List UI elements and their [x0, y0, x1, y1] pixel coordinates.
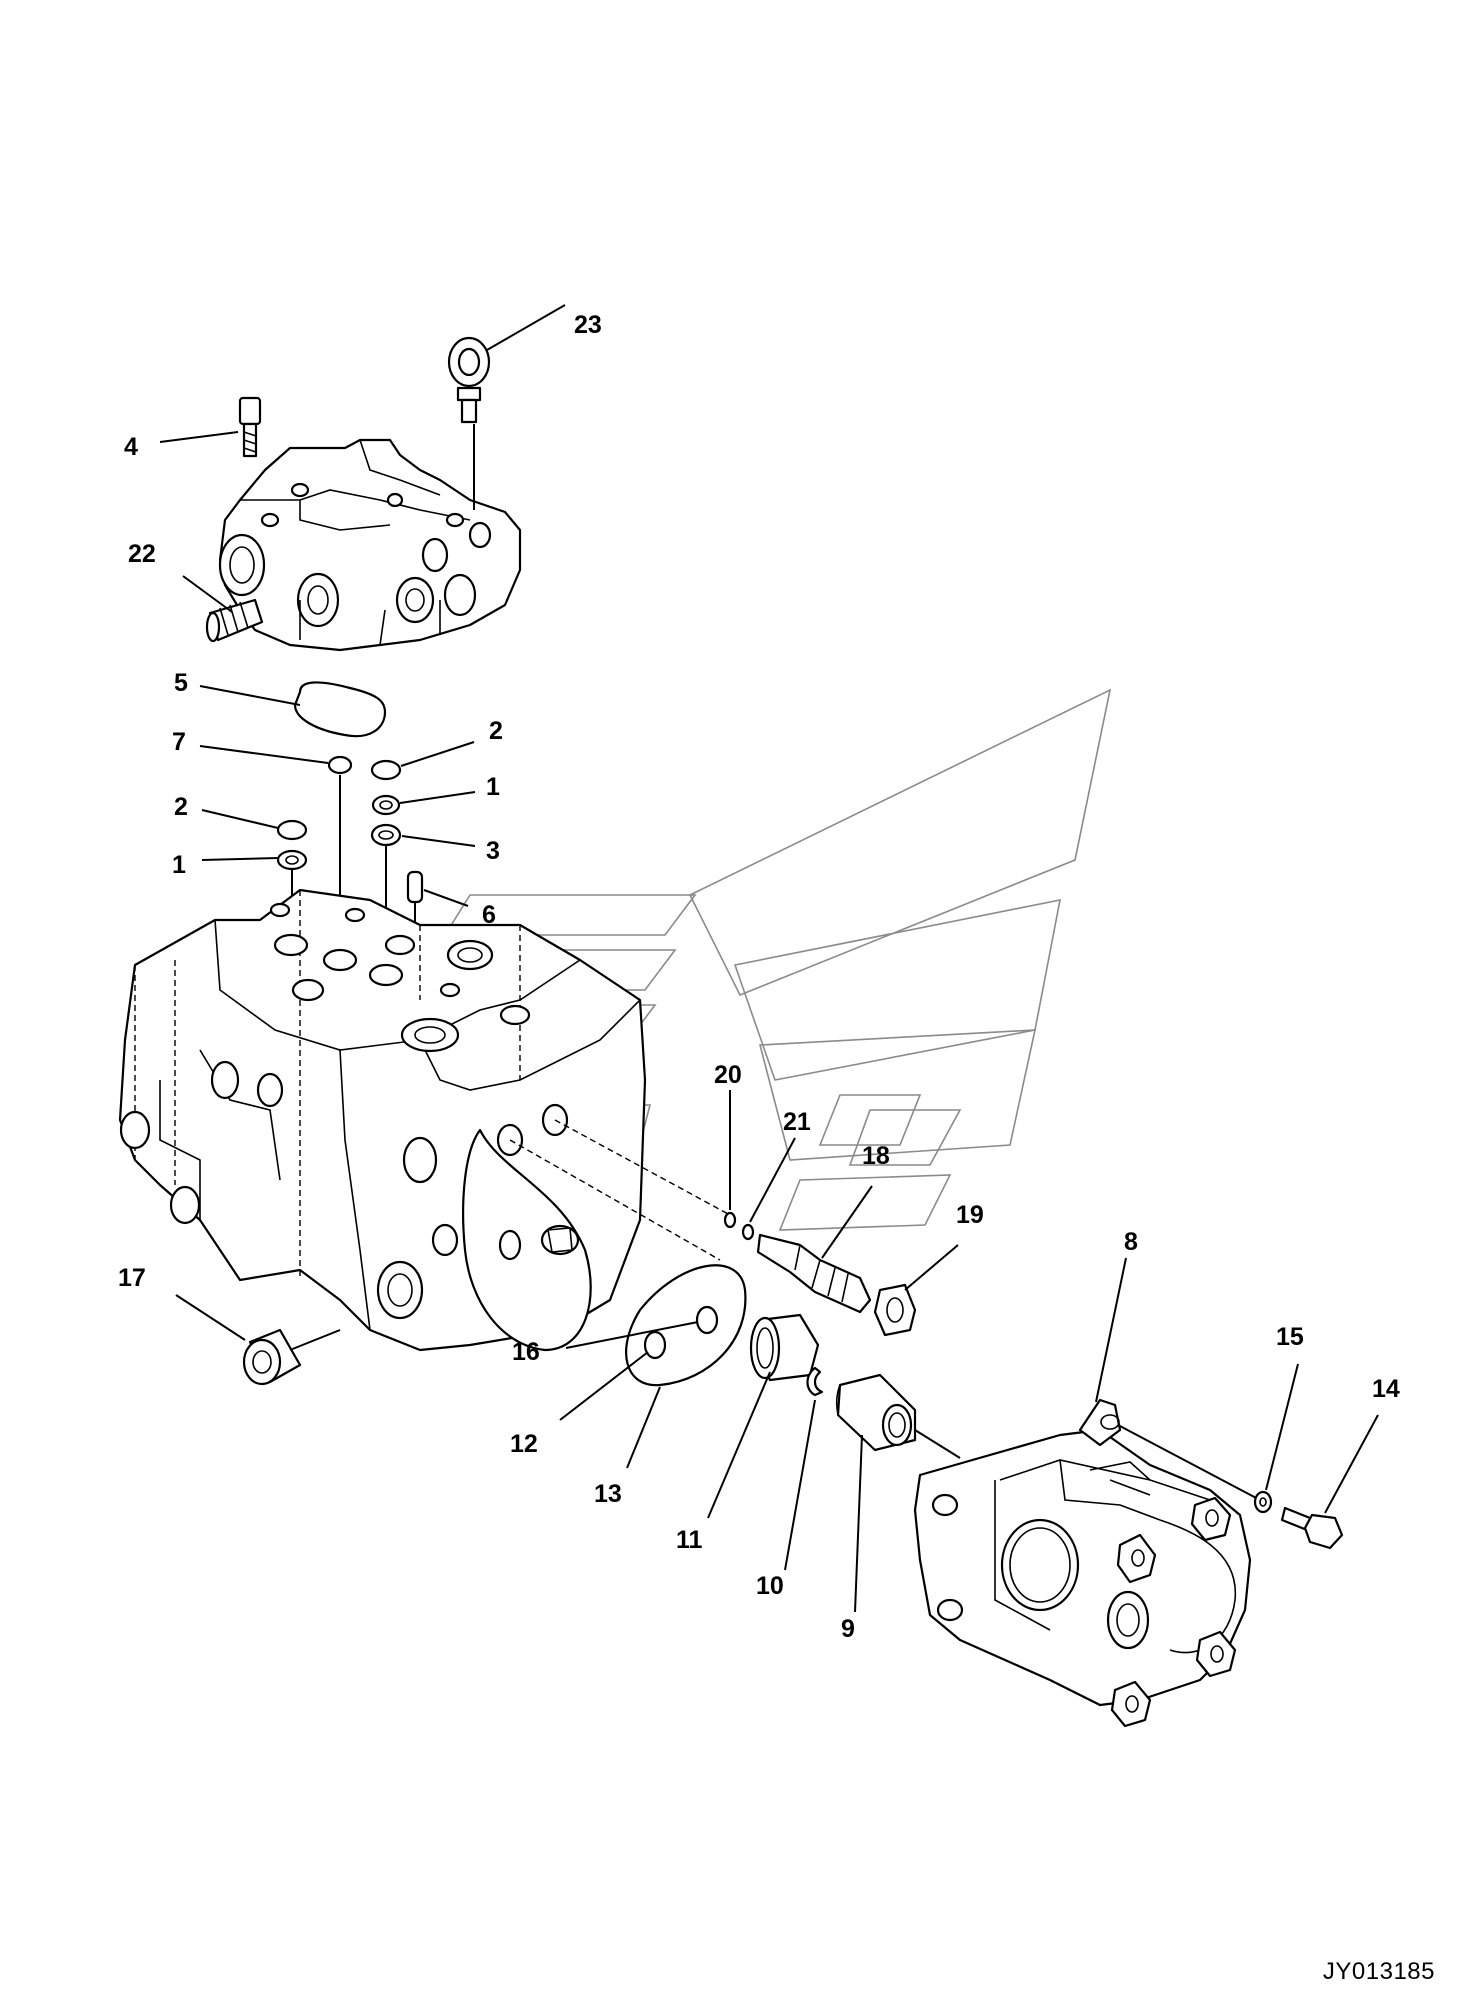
callout-labels: 23 4 22 5 7 2 2 1 1 3 6 20 21 18 19 8 17…: [118, 311, 1400, 1643]
callout-15: 15: [1276, 1323, 1304, 1351]
part-11-bushing: [749, 1313, 820, 1382]
callout-16: 16: [512, 1338, 540, 1366]
callout-10: 10: [756, 1572, 784, 1600]
main-pump-body: [118, 888, 731, 1352]
callout-2-left: 2: [174, 793, 188, 821]
callout-13: 13: [594, 1480, 622, 1508]
callout-12: 12: [510, 1430, 538, 1458]
part-22-plug: [205, 598, 264, 643]
callout-9: 9: [841, 1615, 855, 1643]
callout-21: 21: [783, 1108, 811, 1136]
callout-22: 22: [128, 540, 156, 568]
part-8-gear-pump: [913, 1398, 1261, 1728]
callout-1-right: 1: [486, 773, 500, 801]
part-5-gasket: [293, 681, 387, 738]
part-17-plug: [242, 1328, 341, 1386]
callout-4: 4: [124, 433, 138, 461]
callout-19: 19: [956, 1201, 984, 1229]
part-19-nut: [873, 1283, 917, 1337]
callout-20: 20: [714, 1061, 742, 1089]
part-4-bolt: [238, 396, 262, 458]
callout-11: 11: [676, 1526, 703, 1554]
parts-20-21-rings: [723, 1211, 755, 1241]
callout-8: 8: [1124, 1228, 1138, 1256]
callout-23: 23: [574, 311, 602, 339]
callout-3: 3: [486, 837, 500, 865]
callout-7: 7: [172, 728, 186, 756]
callout-6: 6: [482, 901, 496, 929]
part-9-coupling: [835, 1373, 917, 1452]
part-18-spool: [756, 1233, 872, 1314]
leader-lines: [159, 304, 1379, 1613]
drawing-number: JY013185: [1322, 1958, 1435, 1985]
callout-17: 17: [118, 1264, 146, 1292]
part-14-bolt: [1280, 1506, 1344, 1550]
callout-18: 18: [862, 1142, 890, 1170]
part-15-washer: [1253, 1490, 1273, 1514]
callout-5: 5: [174, 669, 188, 697]
callout-14: 14: [1372, 1375, 1400, 1403]
callout-1-left: 1: [172, 851, 186, 879]
callout-2-right: 2: [489, 717, 503, 745]
upper-valve-block: [218, 438, 522, 652]
part-10-snap-ring: [806, 1366, 824, 1397]
part-23-eye-bolt: [447, 336, 491, 510]
